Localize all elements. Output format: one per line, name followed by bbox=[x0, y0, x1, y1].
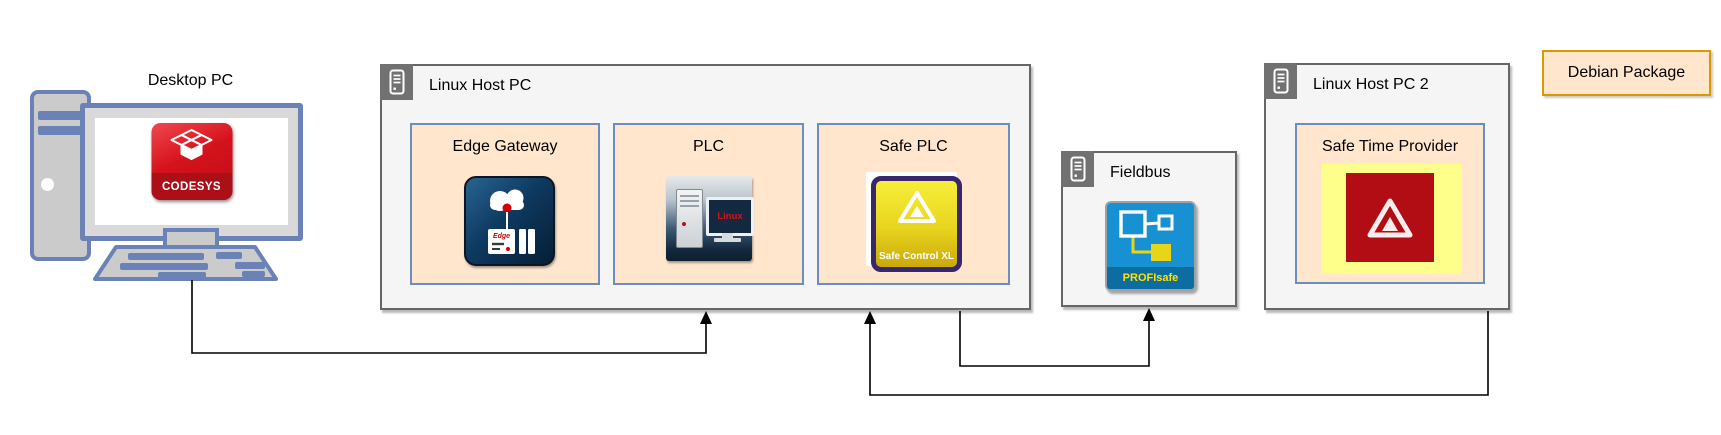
codesys-cubes-icon bbox=[170, 129, 213, 160]
tower-slot bbox=[38, 111, 83, 120]
plc-icon-tower bbox=[676, 189, 703, 248]
edge-gateway-label: Edge Gateway bbox=[452, 138, 558, 155]
arrowhead bbox=[864, 311, 876, 324]
codesys-icon: CODESYS bbox=[151, 123, 232, 200]
tower-slot bbox=[38, 126, 83, 135]
linux-host-pc-title: Linux Host PC bbox=[429, 77, 532, 94]
plc-icon-label: Linux bbox=[717, 211, 743, 222]
arrowhead bbox=[1143, 308, 1155, 321]
desktop-monitor-icon: CODESYS bbox=[80, 103, 303, 241]
safe-time-provider-icon bbox=[1321, 164, 1462, 274]
edge-gateway-icon: Edge bbox=[464, 176, 555, 266]
edge-gateway-node: Edge Gateway Edge bbox=[410, 123, 600, 285]
linux-host-pc-container: Linux Host PC Edge Gateway Edge bbox=[380, 64, 1031, 310]
plc-icon: Linux bbox=[666, 176, 754, 261]
safe-control-xl-label: Safe Control XL bbox=[878, 251, 954, 262]
arrowhead bbox=[700, 311, 712, 324]
fieldbus-title: Fieldbus bbox=[1110, 164, 1171, 181]
plc-icon-monitor: Linux bbox=[706, 197, 754, 236]
plc-node: PLC Linux bbox=[613, 123, 804, 285]
safe-plc-label: Safe PLC bbox=[879, 138, 948, 155]
debian-package-box: Debian Package bbox=[1542, 50, 1711, 96]
safe-time-provider-node: Safe Time Provider bbox=[1295, 123, 1485, 284]
edge-icon-label: Edge bbox=[493, 233, 510, 240]
safe-plc-node: Safe PLC Safe Control XL bbox=[817, 123, 1010, 285]
safe-plc-icon: Safe Control XL bbox=[866, 172, 962, 272]
desktop-pc-label: Desktop PC bbox=[147, 72, 234, 89]
profisafe-label: PROFIsafe bbox=[1107, 267, 1194, 289]
safe-time-provider-label: Safe Time Provider bbox=[1321, 138, 1459, 155]
desktop-keyboard-icon bbox=[93, 245, 278, 281]
linux-host-pc-2-container: Linux Host PC 2 Safe Time Provider bbox=[1264, 63, 1510, 310]
profisafe-icon: PROFIsafe bbox=[1105, 201, 1196, 291]
connector-linux-host-pc-2-to-linux-host-pc bbox=[864, 311, 1489, 396]
server-icon bbox=[380, 64, 413, 100]
tower-power-button-icon bbox=[41, 178, 54, 191]
server-icon bbox=[1264, 63, 1297, 99]
server-icon bbox=[1061, 151, 1094, 187]
connector-linux-host-pc-to-fieldbus bbox=[959, 308, 1155, 367]
linux-host-pc-2-title: Linux Host PC 2 bbox=[1313, 76, 1429, 93]
plc-label: PLC bbox=[692, 138, 725, 155]
fieldbus-container: Fieldbus PROFIsafe bbox=[1061, 151, 1237, 307]
warning-triangle-icon bbox=[1367, 198, 1413, 237]
warning-triangle-icon bbox=[897, 191, 936, 223]
codesys-label: CODESYS bbox=[151, 173, 232, 200]
debian-package-label: Debian Package bbox=[1567, 64, 1686, 81]
monitor-screen: CODESYS bbox=[95, 118, 288, 225]
